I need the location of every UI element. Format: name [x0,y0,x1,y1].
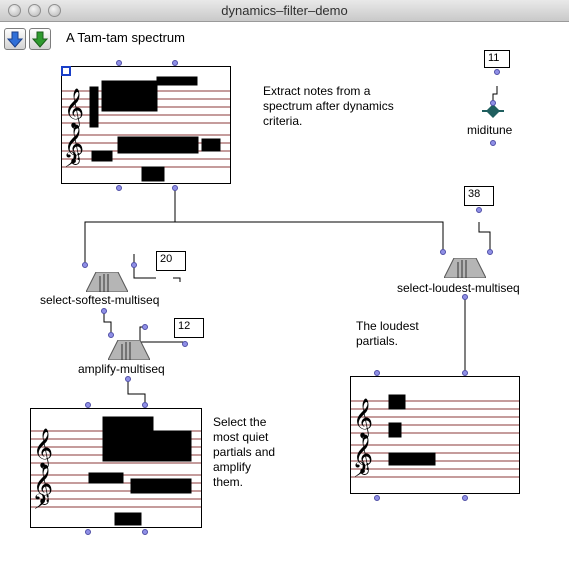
softest-label: select-softest-multiseq [40,293,160,307]
softest-outlet[interactable] [101,308,107,314]
patch-heading: A Tam-tam spectrum [66,30,185,45]
svg-text:𝄞: 𝄞 [353,398,373,439]
quiet-comment: Select the most quiet partials and ampli… [213,415,276,489]
svg-text:𝄢: 𝄢 [353,458,370,488]
loudest-inlet[interactable] [440,249,446,255]
amplify-value-box[interactable]: 12 [174,318,204,338]
window-titlebar: dynamics–filter–demo [0,0,569,22]
amplify-inlet[interactable] [142,324,148,330]
miditune-value-box[interactable]: 11 [484,50,510,68]
tam-tam-spectrum-score[interactable]: 𝄞 𝄞 𝄢 [61,66,231,184]
score-inlet[interactable] [462,370,468,376]
svg-text:𝄢: 𝄢 [64,148,81,178]
score-inlet[interactable] [142,402,148,408]
zoom-window-button[interactable] [48,4,61,17]
numbox-outlet[interactable] [476,207,482,213]
svg-text:𝄞: 𝄞 [64,124,84,165]
amplify-inlet[interactable] [108,332,114,338]
miditune-node-icon[interactable] [482,104,504,118]
softest-value-box[interactable]: 20 [156,251,186,271]
svg-text:𝄢: 𝄢 [33,490,50,520]
amplify-label: amplify-multiseq [78,362,165,376]
miditune-outlet[interactable] [490,140,496,146]
numbox-outlet[interactable] [494,69,500,75]
score-inlet[interactable] [172,60,178,66]
extract-comment: Extract notes from a spectrum after dyna… [263,84,394,128]
loudest-inlet[interactable] [487,249,493,255]
score-inlet[interactable] [85,402,91,408]
loudest-box-icon[interactable] [444,258,486,278]
svg-text:𝄞: 𝄞 [33,428,53,469]
score-outlet[interactable] [462,495,468,501]
score-inlet[interactable] [116,60,122,66]
amplify-box-icon[interactable] [108,340,150,360]
patch-canvas[interactable]: A Tam-tam spectrum 𝄞 [0,22,569,569]
amplified-softest-score[interactable]: 𝄞 𝄞 𝄢 [30,408,202,528]
svg-text:𝄞: 𝄞 [64,88,84,129]
amplify-inlet[interactable] [182,341,188,347]
softest-inlet[interactable] [82,262,88,268]
score-outlet[interactable] [374,495,380,501]
svg-text:𝄞: 𝄞 [353,434,373,475]
softest-box-icon[interactable] [86,272,128,292]
svg-text:𝄞: 𝄞 [33,464,53,505]
close-window-button[interactable] [8,4,21,17]
score-inlet[interactable] [374,370,380,376]
miditune-inlet[interactable] [490,100,496,106]
miditune-label: miditune [467,123,513,137]
minimize-window-button[interactable] [28,4,41,17]
down-arrow-icon [6,31,24,48]
softest-inlet[interactable] [131,262,137,268]
amplify-outlet[interactable] [125,376,131,382]
loudest-value-box[interactable]: 38 [464,186,494,206]
down-arrow-blue-button[interactable] [4,28,26,50]
score-outlet[interactable] [172,185,178,191]
window-title: dynamics–filter–demo [221,3,348,18]
loudest-outlet[interactable] [462,294,468,300]
loudest-partials-score[interactable]: 𝄞 𝄞 𝄢 [350,376,520,494]
down-arrow-green-button[interactable] [29,28,51,50]
lock-icon[interactable] [61,66,71,76]
score-outlet[interactable] [142,529,148,535]
down-arrow-icon [31,31,49,48]
score-outlet[interactable] [85,529,91,535]
score-outlet[interactable] [116,185,122,191]
loudest-label: select-loudest-multiseq [397,281,520,295]
loudest-comment: The loudest partials. [356,319,419,348]
